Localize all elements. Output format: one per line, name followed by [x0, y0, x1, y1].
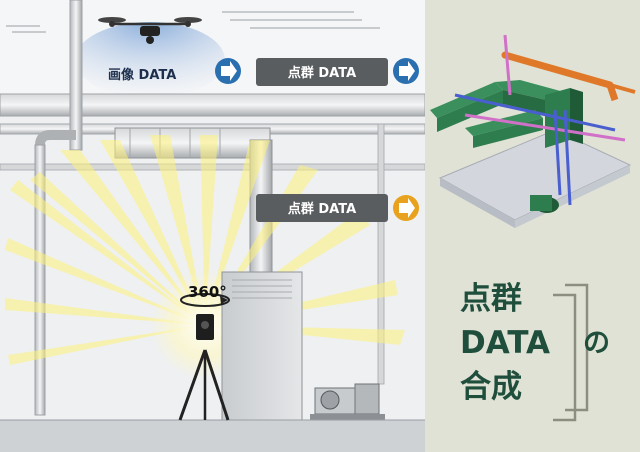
- facility-svg: 360° 画像 DATA 点群 DATA 点群 DATA: [0, 0, 425, 452]
- drone-icon: [98, 17, 202, 44]
- title-line-2: DATA: [460, 325, 551, 361]
- point-cloud-box-top: [256, 58, 388, 86]
- pipe-elbow: [35, 130, 76, 146]
- model-orange-pipe: [501, 51, 636, 102]
- point-cloud-box-mid: [256, 194, 388, 222]
- title-particle: の: [583, 328, 610, 359]
- title-line-1: 点群: [460, 281, 522, 317]
- vertical-pipe-right: [377, 123, 385, 385]
- merged-model-panel: 点群 DATA の 合成: [425, 0, 640, 452]
- merged-model-svg: [430, 34, 636, 422]
- model-pump: [530, 195, 559, 213]
- facility-illustration: 360° 画像 DATA 点群 DATA 点群 DATA: [0, 0, 425, 452]
- cabinet-vents: [232, 279, 292, 299]
- vertical-pipe-left: [69, 0, 83, 151]
- rotation-icon: [180, 293, 230, 307]
- main-pipe-top: [0, 93, 425, 117]
- blue-arrow-icon: [393, 58, 419, 84]
- drone-capture-glow: [75, 22, 225, 98]
- equipment-cabinet: [221, 271, 303, 421]
- airflow-lines: [6, 11, 380, 33]
- title-line-3: 合成: [460, 369, 522, 405]
- orange-arrow-icon: [393, 195, 419, 221]
- title-bracket: [553, 283, 589, 422]
- laser-scanner-icon: [178, 293, 230, 421]
- rotation-label: 360°: [188, 283, 227, 301]
- blue-arrow-icon: [215, 58, 241, 84]
- pump-motor: [310, 383, 385, 420]
- vertical-pipe-lower-left: [34, 144, 46, 416]
- image-data-label: 画像 DATA: [108, 67, 176, 83]
- point-cloud-label-top: 点群 DATA: [288, 65, 356, 81]
- point-cloud-label-mid: 点群 DATA: [288, 201, 356, 217]
- model-blue-pipes: [454, 34, 626, 206]
- model-green-duct: [430, 80, 583, 148]
- floor: [0, 420, 425, 452]
